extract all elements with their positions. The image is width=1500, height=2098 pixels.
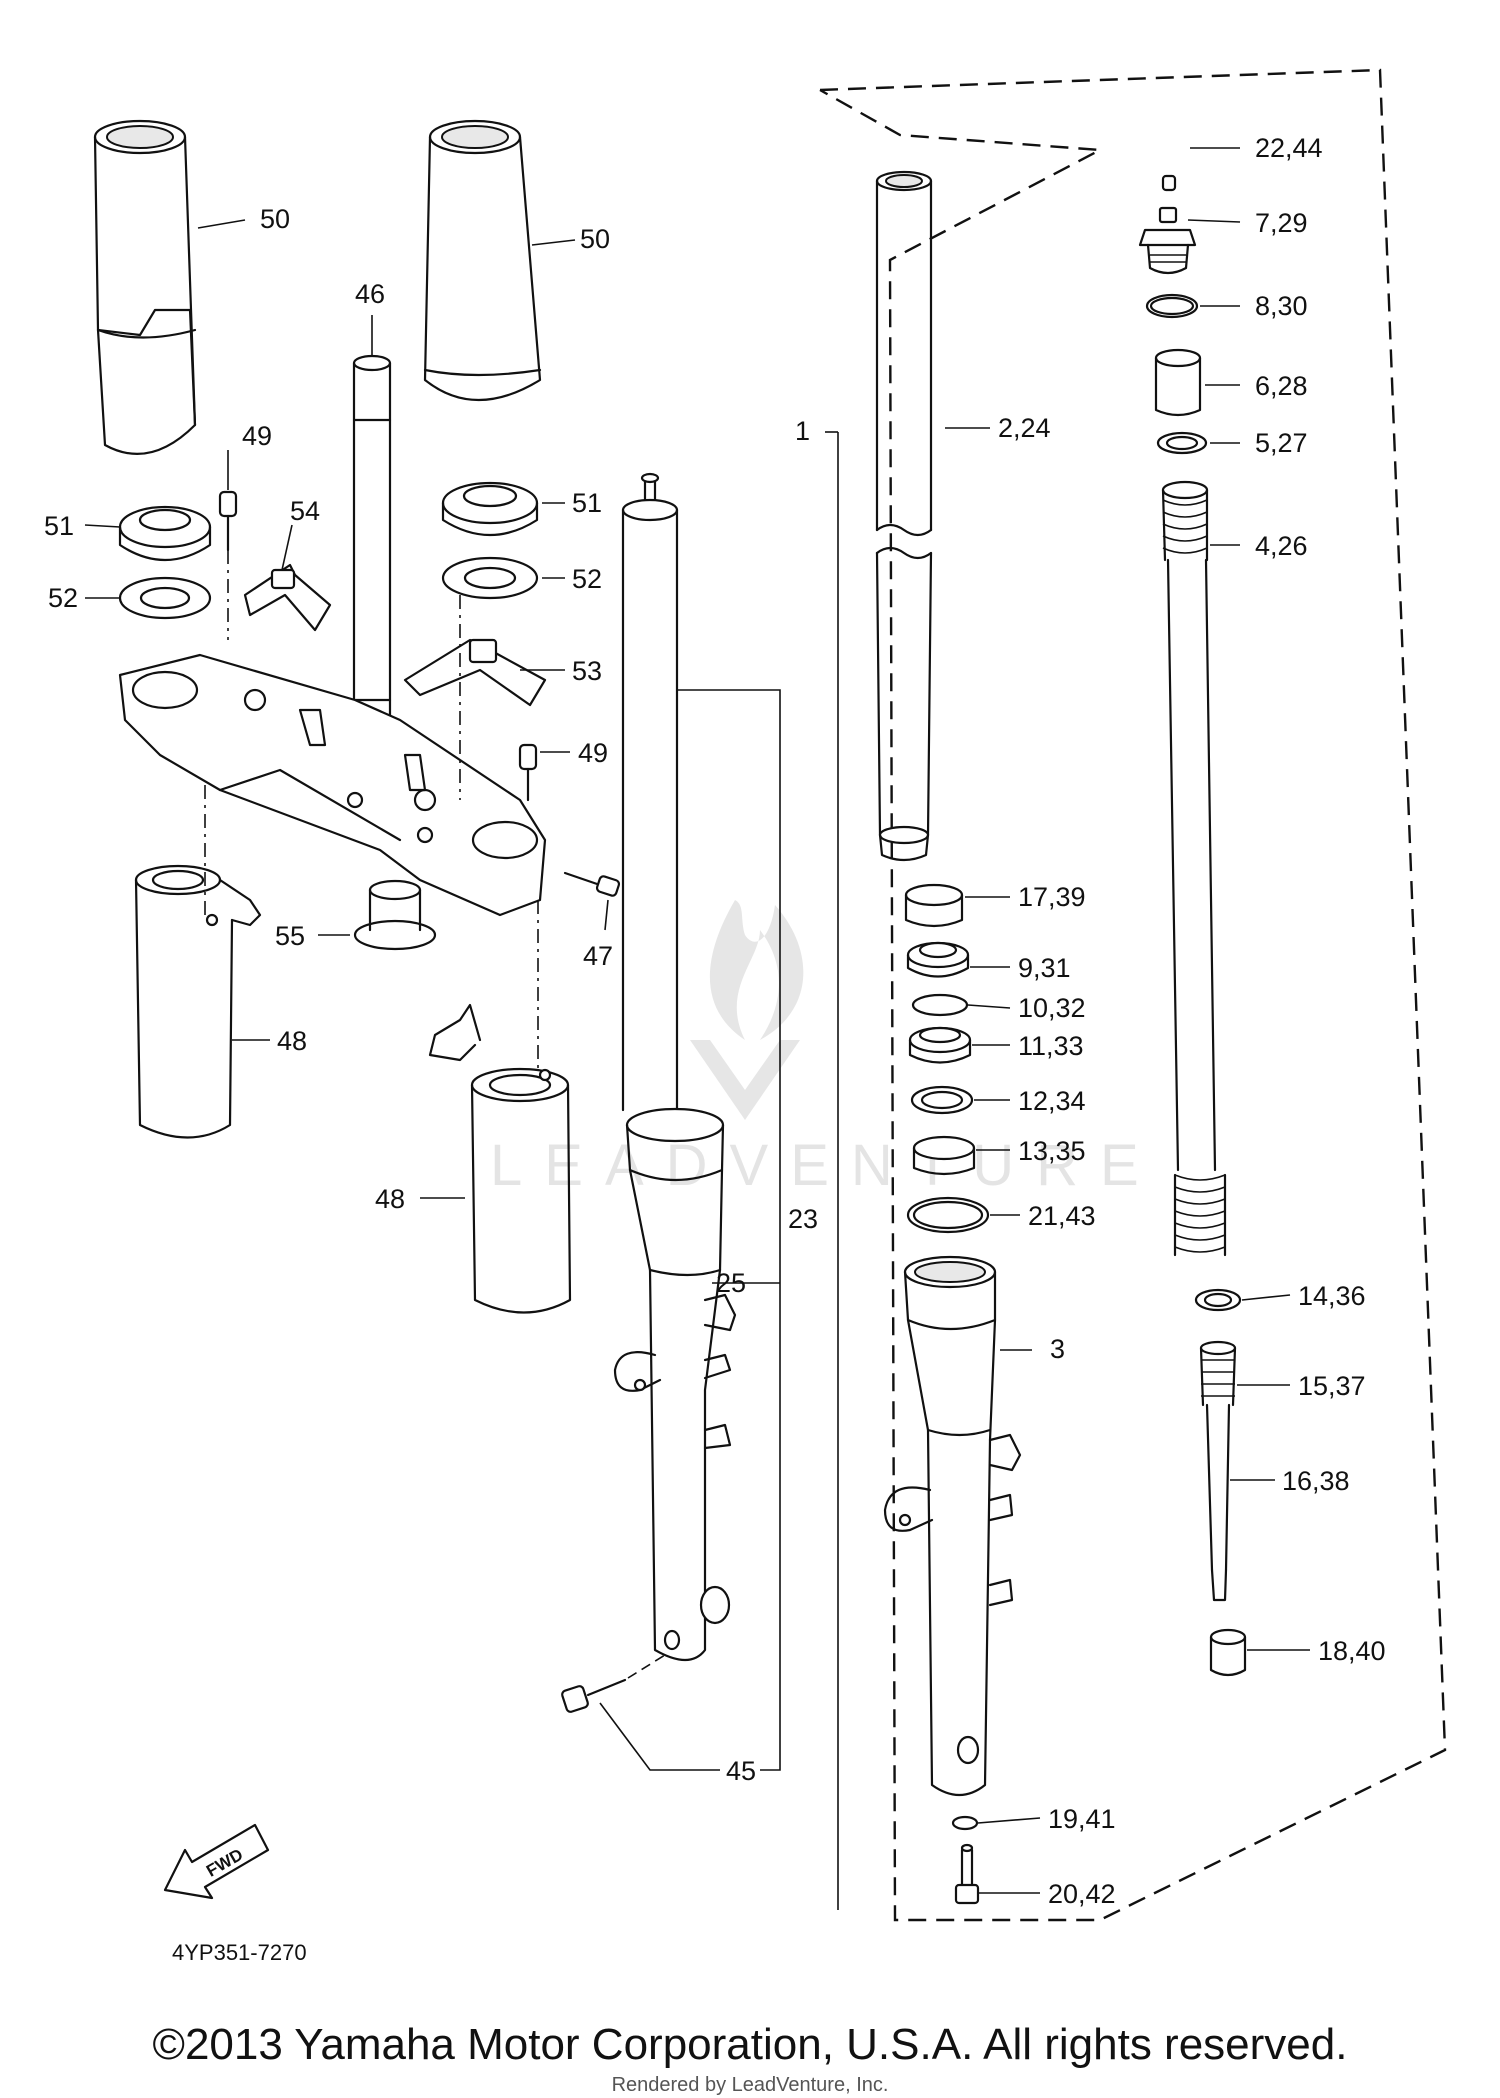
fork-assembly-23 xyxy=(613,472,737,1662)
cap-22-44 xyxy=(1161,174,1177,192)
callout-52-right: 52 xyxy=(572,564,602,594)
callout-55: 55 xyxy=(275,921,305,951)
axle-holder-bolt-45 xyxy=(561,1654,666,1713)
callout-5-27: 5,27 xyxy=(1255,428,1308,458)
cable-guide-54 xyxy=(243,563,332,632)
callout-3: 3 xyxy=(1050,1334,1065,1364)
callout-9-31: 9,31 xyxy=(1018,953,1071,983)
callout-18-40: 18,40 xyxy=(1318,1636,1386,1666)
callout-23: 23 xyxy=(788,1204,818,1234)
callout-45: 45 xyxy=(726,1756,756,1786)
callout-48-left: 48 xyxy=(277,1026,307,1056)
callout-54: 54 xyxy=(290,496,320,526)
upper-fork-cover-left xyxy=(93,119,197,456)
callout-51-right: 51 xyxy=(572,488,602,518)
callout-51-left: 51 xyxy=(44,511,74,541)
callout-4-26: 4,26 xyxy=(1255,531,1308,561)
fork-spring-4-26 xyxy=(1161,480,1227,1257)
callout-47: 47 xyxy=(583,941,613,971)
pinch-bolt-47 xyxy=(563,871,621,897)
callout-16-38: 16,38 xyxy=(1282,1466,1350,1496)
callout-15-37: 15,37 xyxy=(1298,1371,1366,1401)
callout-11-33: 11,33 xyxy=(1018,1031,1084,1061)
callout-53: 53 xyxy=(572,656,602,686)
callout-52-left: 52 xyxy=(48,583,78,613)
washer-11-33 xyxy=(908,1026,972,1064)
callout-50-right: 50 xyxy=(580,224,610,254)
callout-labels: 50 50 46 49 54 51 52 51 52 53 49 47 55 4… xyxy=(44,133,1386,1909)
callout-2-24: 2,24 xyxy=(998,413,1051,443)
callout-46: 46 xyxy=(355,279,385,309)
callout-25: 25 xyxy=(716,1268,746,1298)
callout-10-32: 10,32 xyxy=(1018,993,1086,1023)
callout-6-28: 6,28 xyxy=(1255,371,1308,401)
outer-tube-3 xyxy=(883,1255,1022,1797)
rendered-by-notice: Rendered by LeadVenture, Inc. xyxy=(611,2074,889,2096)
washer-right xyxy=(441,556,539,600)
lower-fork-cover-left xyxy=(134,864,262,1139)
bolt-49-right xyxy=(518,743,538,802)
damper-rod-15-37-16-38 xyxy=(1199,1340,1237,1602)
callout-17-39: 17,39 xyxy=(1018,882,1086,912)
cap-bolt-7-29 xyxy=(1138,206,1197,275)
washer-left xyxy=(118,576,212,620)
cable-guide-53 xyxy=(403,638,547,707)
callout-12-34: 12,34 xyxy=(1018,1086,1086,1116)
copyright-notice: ©2013 Yamaha Motor Corporation, U.S.A. A… xyxy=(152,2020,1348,2069)
clip-10-32 xyxy=(911,993,969,1017)
watermark-text: LEADVENTURE xyxy=(490,1133,1161,1198)
leader-lines xyxy=(84,147,1310,1910)
callout-1: 1 xyxy=(795,416,810,446)
oil-lock-piece-18-40 xyxy=(1209,1628,1247,1677)
inner-tube xyxy=(875,170,933,862)
oil-seal-left xyxy=(118,505,212,561)
callout-21-43: 21,43 xyxy=(1028,1201,1096,1231)
callout-48-right: 48 xyxy=(375,1184,405,1214)
callout-13-35: 13,35 xyxy=(1018,1136,1086,1166)
callout-19-41: 19,41 xyxy=(1048,1804,1116,1834)
lower-fork-cover-right xyxy=(428,1003,572,1314)
o-ring-21-43 xyxy=(906,1196,990,1234)
washer-19-41 xyxy=(951,1815,979,1831)
callout-20-42: 20,42 xyxy=(1048,1879,1116,1909)
callout-8-30: 8,30 xyxy=(1255,291,1308,321)
callout-14-36: 14,36 xyxy=(1298,1281,1366,1311)
under-bracket xyxy=(118,653,547,917)
callout-49-left: 49 xyxy=(242,421,272,451)
steering-stem xyxy=(340,354,404,747)
exploded-group-boundary xyxy=(819,68,1447,1922)
stem-nut-55 xyxy=(353,879,437,951)
fwd-arrow-icon: FWD xyxy=(163,1823,270,1900)
slide-metal-17-39 xyxy=(904,883,964,928)
oil-seal-right xyxy=(441,481,539,536)
bushing-13-35 xyxy=(912,1135,976,1176)
drawing-code: 4YP351-7270 xyxy=(172,1940,307,1965)
callout-22-44: 22,44 xyxy=(1255,133,1323,163)
callout-7-29: 7,29 xyxy=(1255,208,1308,238)
upper-fork-cover-right xyxy=(423,119,542,402)
oil-seal-9-31 xyxy=(906,941,970,978)
callout-50-left: 50 xyxy=(260,204,290,234)
spacer-6-28 xyxy=(1154,348,1202,417)
bolt-49-left xyxy=(218,490,238,552)
bolt-20-42 xyxy=(954,1843,980,1905)
callout-49-right: 49 xyxy=(578,738,608,768)
